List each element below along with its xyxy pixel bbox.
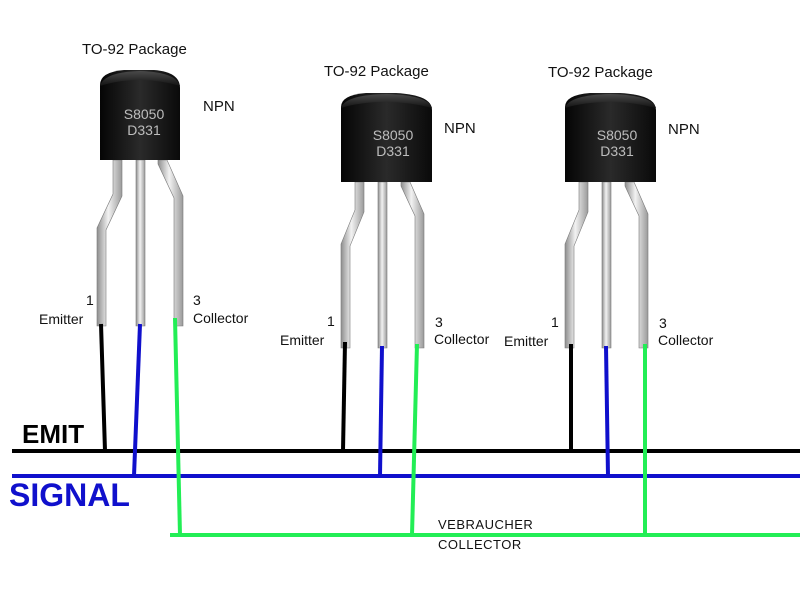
transistor-2-base-wire — [378, 345, 384, 477]
transistor-3-package-label: TO-92 Package — [548, 64, 653, 81]
transistor-1-collector-wire — [173, 317, 182, 536]
transistor-3-pin1-name: Emitter — [504, 333, 549, 349]
transistor-2-marking-line1: S8050 — [373, 127, 414, 143]
collector-bus-label-line2: COLLECTOR — [438, 537, 522, 552]
collector-bus-label-line1: VEBRAUCHER — [438, 517, 534, 532]
transistor-1-pin1-number: 1 — [86, 292, 94, 308]
transistor-1-type-label: NPN — [203, 98, 235, 115]
transistor-3-pin1-number: 1 — [551, 314, 559, 330]
transistor-2-emitter-wire — [341, 341, 347, 452]
transistor-1-emitter-wire — [99, 323, 107, 452]
transistor-2-pin3-name: Collector — [434, 331, 490, 347]
transistor-1-pin1-name: Emitter — [39, 311, 84, 327]
transistor-3-pin3-name: Collector — [658, 332, 714, 348]
transistor-2-leads — [340, 181, 425, 349]
transistor-1-marking-line2: D331 — [127, 122, 161, 138]
transistor-2-top — [341, 94, 432, 108]
transistor-3-pin3-number: 3 — [659, 315, 667, 331]
transistor-1-pin3-name: Collector — [193, 310, 249, 326]
transistor-1-top — [100, 71, 180, 86]
transistor-3: S8050 D331 — [564, 93, 656, 349]
transistor-2-body — [341, 93, 432, 182]
transistor-1-pin3-number: 3 — [193, 292, 201, 308]
transistor-2-pin1-number: 1 — [327, 313, 335, 329]
transistor-3-leads — [564, 181, 649, 349]
transistor-3-type-label: NPN — [668, 121, 700, 138]
transistor-2-pin3-number: 3 — [435, 314, 443, 330]
transistor-2-package-label: TO-92 Package — [324, 63, 429, 80]
transistor-2-type-label: NPN — [444, 120, 476, 137]
transistor-2: S8050 D331 — [340, 93, 432, 349]
transistor-1-marking-line1: S8050 — [124, 106, 165, 122]
transistor-3-base-wire — [604, 345, 610, 477]
transistor-1-package-label: TO-92 Package — [82, 41, 187, 58]
transistor-2-collector-wire — [410, 343, 419, 536]
emit-bus-label: EMIT — [22, 419, 85, 449]
transistor-1-body — [100, 70, 180, 160]
transistor-3-marking-line1: S8050 — [597, 127, 638, 143]
transistor-1: S8050 D331 — [96, 70, 184, 327]
transistor-1-leads — [96, 159, 184, 327]
signal-bus-label: SIGNAL — [9, 477, 130, 513]
transistor-2-pin1-name: Emitter — [280, 332, 325, 348]
transistor-3-body — [565, 93, 656, 182]
transistor-1-base-wire — [132, 323, 142, 477]
transistor-3-top — [565, 94, 656, 108]
transistor-3-marking-line2: D331 — [600, 143, 634, 159]
transistor-2-marking-line2: D331 — [376, 143, 410, 159]
